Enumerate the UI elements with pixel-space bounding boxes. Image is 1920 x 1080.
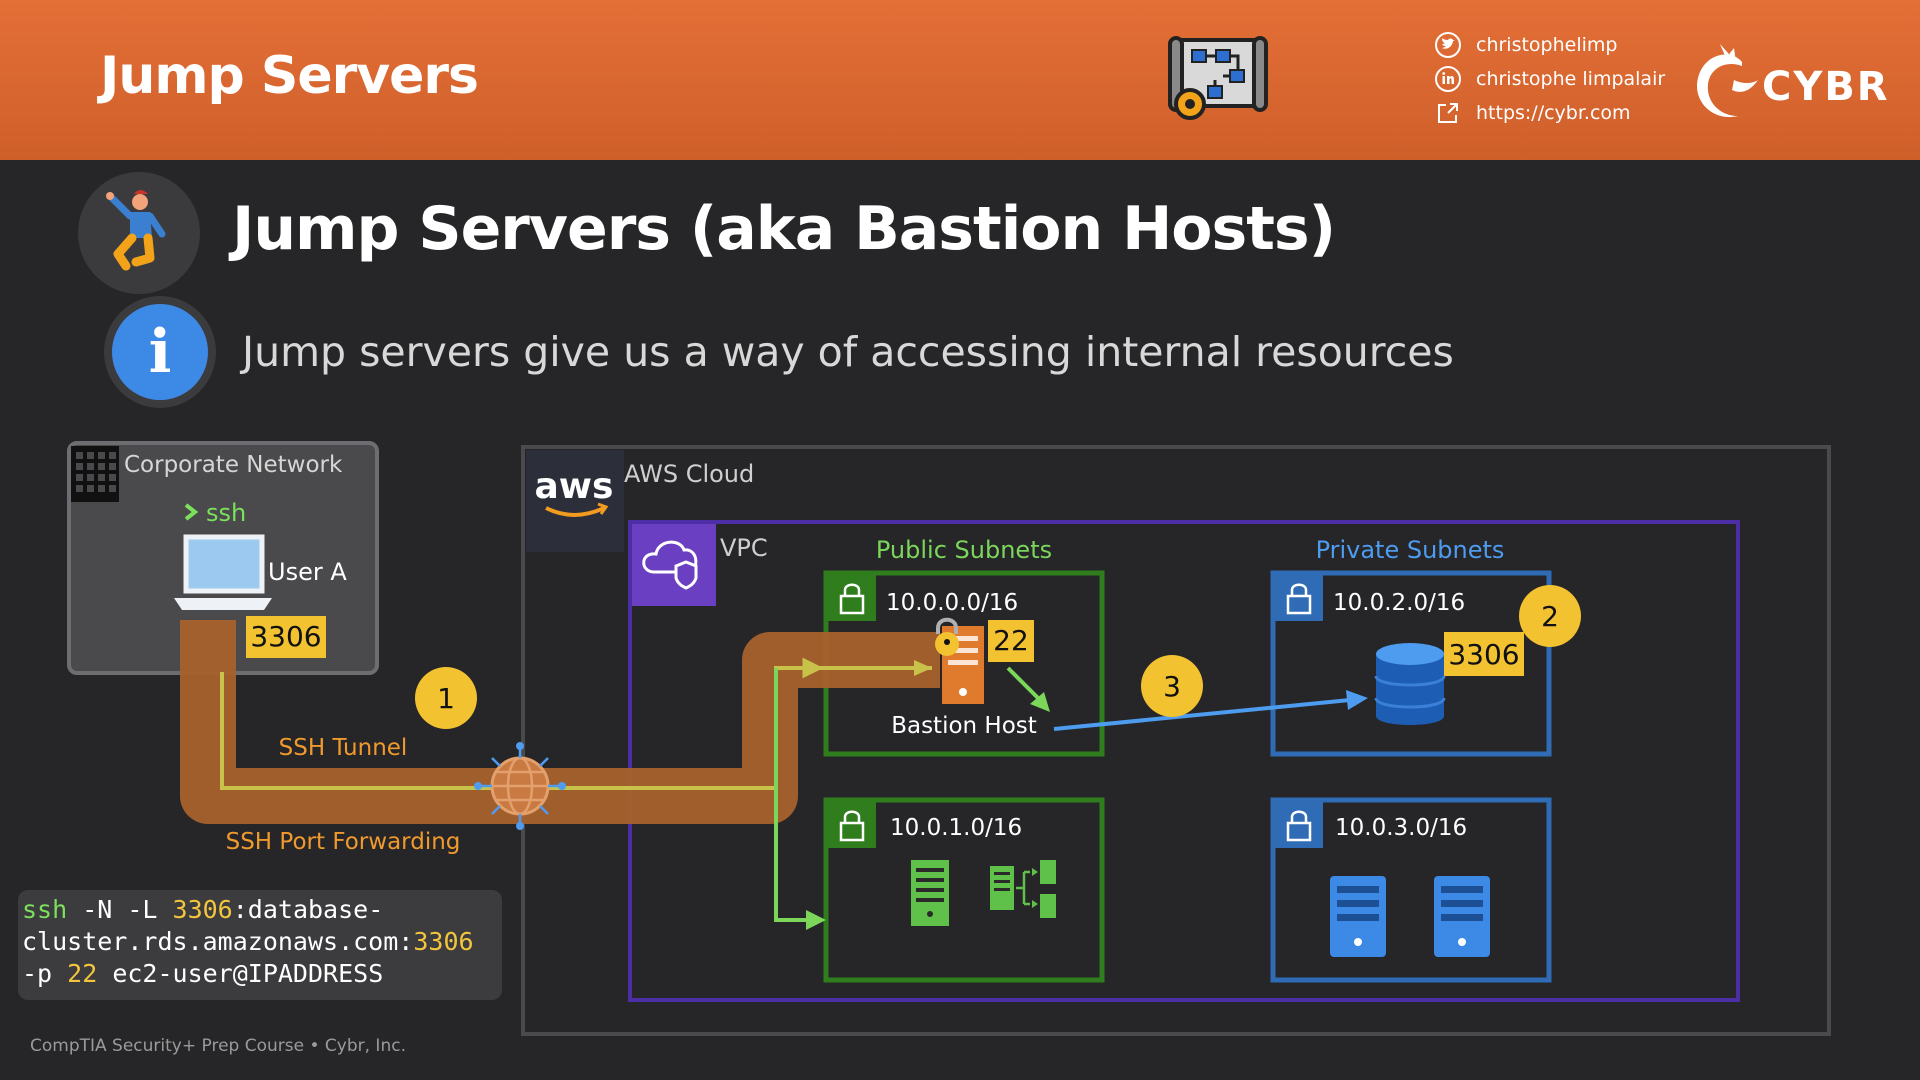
green-branch-arrowhead (806, 910, 826, 930)
footer-text: CompTIA Security+ Prep Course • Cybr, In… (30, 1036, 406, 1056)
corporate-network-label: Corporate Network (124, 452, 343, 478)
ssh-label: ssh (206, 499, 246, 527)
vpc-boundary (628, 520, 1740, 1002)
green-server-icon (911, 860, 949, 926)
public-subnets-label: Public Subnets (876, 536, 1052, 564)
code-segment: -p (22, 959, 53, 988)
info-icon: i (112, 304, 208, 400)
blue-server-icon (1434, 876, 1490, 957)
public-subnet-b (823, 797, 1105, 983)
private-subnet-b (1270, 797, 1552, 983)
step-3-badge (1141, 655, 1203, 717)
aws-logo-text: aws (535, 466, 614, 507)
public-subnet-a-cidr: 10.0.0.0/16 (886, 590, 1018, 616)
green-branch-line (774, 668, 818, 922)
step-1-badge (415, 667, 477, 729)
db-port-badge (1444, 632, 1524, 676)
aws-cloud-boundary (521, 445, 1831, 1036)
bastion-to-db-arrow (1053, 698, 1351, 731)
cybr-logo-icon (1690, 40, 1762, 128)
private-subnet-a-cidr: 10.0.2.0/16 (1333, 590, 1465, 616)
linkedin-icon (1435, 66, 1461, 92)
lock-icon (1286, 810, 1312, 842)
code-segment: 22 (67, 959, 98, 988)
ssh-tunnel-path (180, 620, 940, 824)
public-subnet-b-cidr: 10.0.1.0/16 (890, 815, 1022, 841)
tunnel-mid-arrow (776, 657, 824, 679)
header-title: Jump Servers (100, 46, 479, 106)
bastion-server-icon (942, 626, 984, 704)
internet-gateway-icon (474, 742, 566, 830)
step-3-label: 3 (1163, 670, 1181, 703)
aws-cloud-label: AWS Cloud (624, 460, 754, 488)
social-linkedin[interactable]: christophe limpalair (1434, 64, 1665, 94)
step-2-badge (1519, 585, 1581, 647)
aws-smile-icon (545, 506, 605, 517)
database-icon (1374, 643, 1446, 725)
twitter-icon (1435, 32, 1461, 58)
social-twitter[interactable]: christophelimp (1434, 30, 1617, 60)
aws-logo-tile (526, 450, 624, 552)
ssh-command-box (18, 890, 502, 1000)
lock-icon (1286, 583, 1312, 615)
cybr-logo-text: CYBR (1762, 64, 1890, 110)
code-segment: ssh (22, 895, 68, 924)
ssh-tunnel-label: SSH Tunnel (279, 735, 408, 761)
tunnel-arrowhead (914, 660, 932, 676)
step-1-label: 1 (437, 682, 455, 715)
vpc-label: VPC (720, 534, 768, 562)
blue-server-icon (1330, 876, 1386, 957)
lock-icon (839, 583, 865, 615)
user-a-label: User A (268, 558, 347, 586)
code-segment: 3306 (172, 895, 233, 924)
code-segment: :database- cluster.rds.amazonaws.com: (22, 895, 414, 956)
load-balanced-servers-icon (990, 860, 1056, 918)
bastion-port-label: 22 (993, 624, 1029, 657)
social-twitter-label: christophelimp (1476, 34, 1618, 56)
bastion-to-db-arrowhead (1346, 690, 1368, 710)
social-linkedin-label: christophe limpalair (1476, 68, 1666, 90)
lock-icon (839, 810, 865, 842)
code-segment: ec2-user@IPADDRESS (97, 959, 384, 988)
terminal-prompt-icon (184, 503, 199, 521)
ssh-port-forwarding-label: SSH Port Forwarding (226, 829, 461, 855)
padlock-icon (935, 617, 959, 656)
corporate-port-badge (246, 616, 326, 658)
private-subnet-a (1270, 570, 1552, 757)
bastion-port-badge (988, 620, 1034, 662)
title-icon-circle (78, 172, 200, 294)
external-link-icon (1438, 103, 1458, 123)
code-segment: 3306 (413, 927, 474, 956)
jumping-person-icon (106, 190, 166, 271)
social-website[interactable]: https://cybr.com (1434, 98, 1631, 128)
building-icon (71, 446, 119, 502)
corporate-port-label: 3306 (250, 620, 321, 653)
private-subnets-label: Private Subnets (1316, 536, 1505, 564)
social-website-label: https://cybr.com (1476, 102, 1631, 124)
ssh-command: ssh -N -L 3306:database- cluster.rds.ama… (22, 894, 474, 990)
db-port-label: 3306 (1448, 638, 1519, 671)
bastion-host-label: Bastion Host (891, 713, 1037, 739)
blueprint-icon (1168, 34, 1268, 130)
subtitle: Jump servers give us a way of accessing … (242, 328, 1454, 376)
page-title: Jump Servers (aka Bastion Hosts) (232, 194, 1336, 264)
private-subnet-b-cidr: 10.0.3.0/16 (1335, 815, 1467, 841)
vpc-icon (632, 524, 716, 606)
header-bar (0, 0, 1920, 160)
laptop-icon (174, 534, 272, 610)
step-2-label: 2 (1541, 600, 1559, 633)
code-segment: -N -L (67, 895, 173, 924)
